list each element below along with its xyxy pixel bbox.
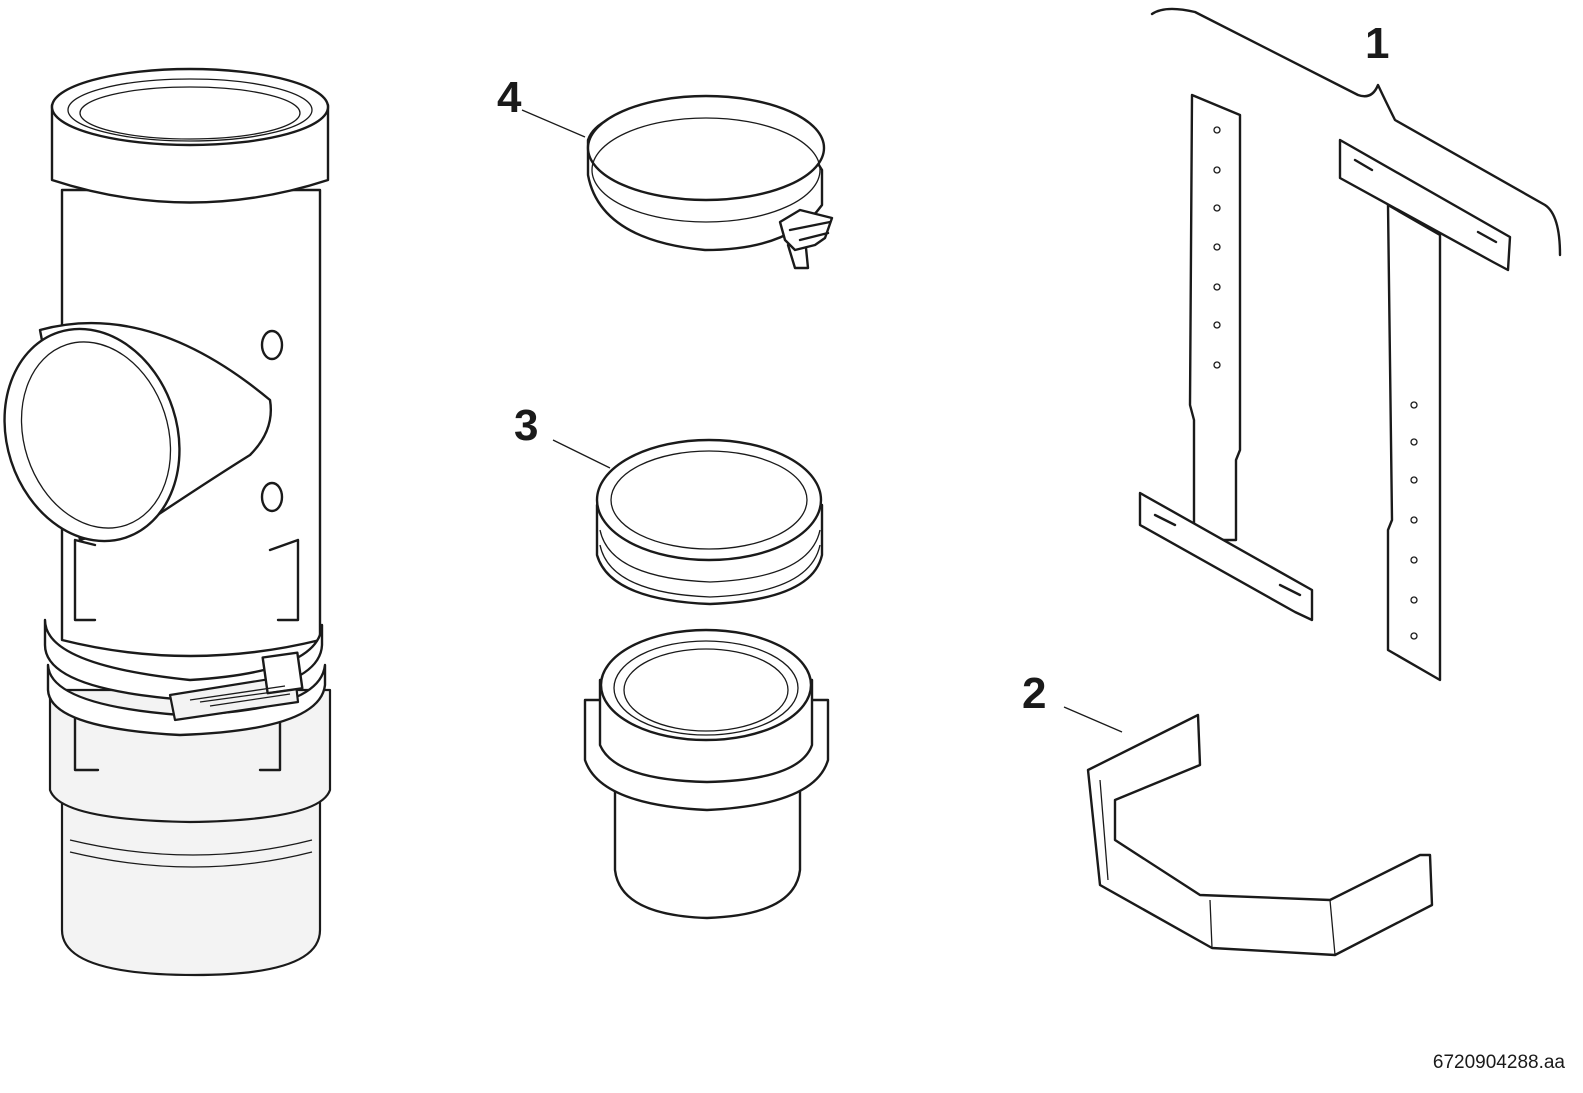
- leader-lines: [521, 109, 1123, 733]
- part-1-wall-brackets: [1138, 7, 1562, 682]
- t-piece-pipe-assembly: [3, 67, 332, 977]
- bracket-a-foot: [1138, 491, 1314, 622]
- port-upper: [260, 329, 284, 361]
- callout-1: 1: [1365, 19, 1390, 68]
- leader-2: [1063, 706, 1123, 733]
- leader-3: [552, 439, 611, 469]
- document-code: 6720904288.aa: [1432, 1052, 1565, 1073]
- clamp-screw: [778, 208, 834, 252]
- port-lower: [260, 481, 284, 513]
- lower-pipe-body: [60, 768, 322, 977]
- seal-ring-top: [595, 438, 823, 562]
- part-4-clamp-band: [586, 94, 834, 270]
- callout-3: 3: [514, 401, 539, 450]
- clamp-band-top: [586, 94, 826, 202]
- upper-socket-rim: [50, 67, 330, 147]
- bracket-a-strap: [1188, 93, 1242, 542]
- part-2-support-bracket: [1086, 713, 1434, 957]
- side-branch-opening: [3, 327, 181, 543]
- adapter-sleeve-top: [599, 628, 813, 742]
- part-3-seal-ring: [595, 438, 824, 606]
- callout-2: 2: [1022, 669, 1047, 718]
- callout-4: 4: [497, 73, 522, 122]
- adapter-sleeve: [583, 628, 830, 920]
- bracket-b-top: [1338, 138, 1512, 272]
- leader-4: [521, 109, 586, 138]
- part-1-brace: [1150, 7, 1562, 257]
- bracket-b-strap: [1386, 203, 1442, 682]
